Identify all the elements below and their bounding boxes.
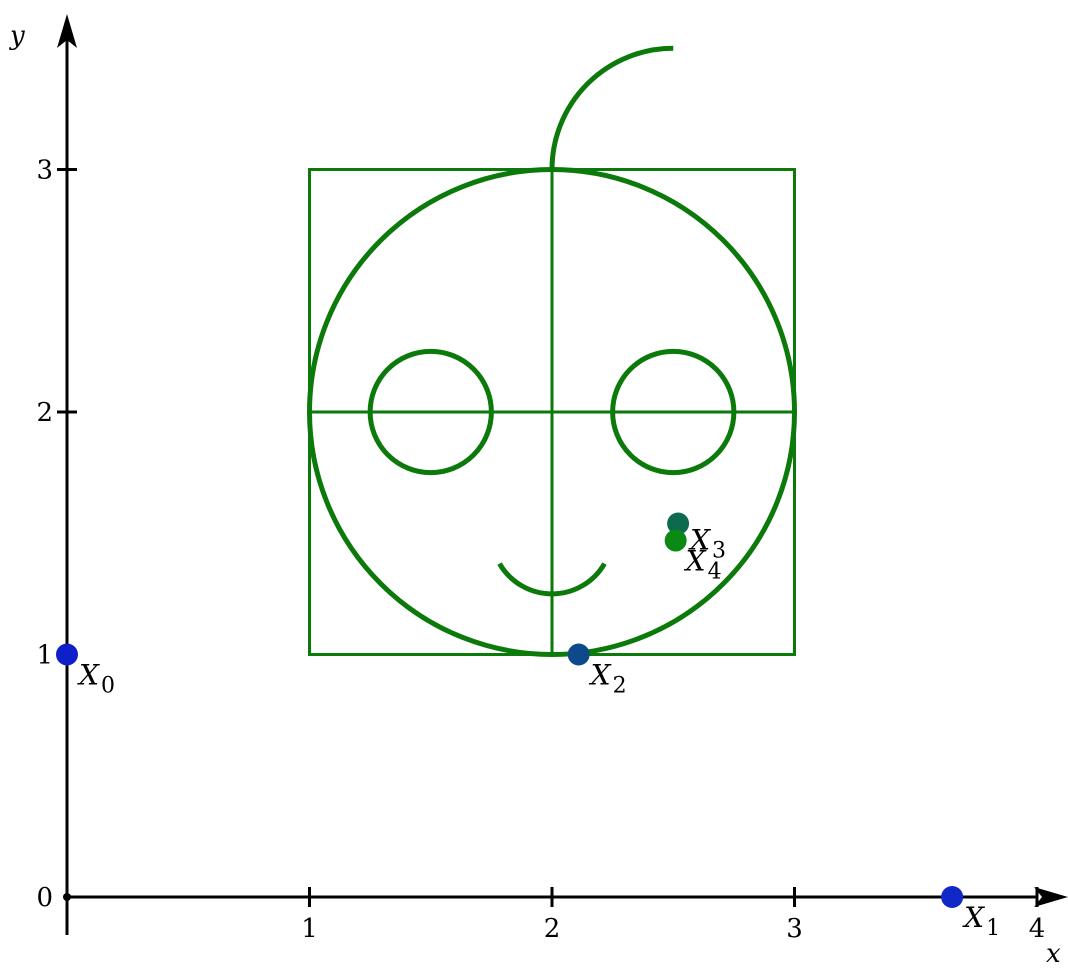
x-tick-label: 4: [1029, 914, 1046, 944]
origin-dot: [63, 893, 71, 901]
point-label-subscript: 4: [708, 560, 722, 585]
point-label-name: X: [688, 524, 711, 557]
point-label-subscript: 0: [101, 674, 115, 699]
point-marker: [941, 886, 964, 908]
point-label: X1: [962, 901, 1000, 941]
point-marker: [667, 512, 690, 535]
x-axis-label: x: [1046, 939, 1061, 968]
left-eye-circle: [367, 348, 494, 476]
point-marker: [56, 643, 78, 666]
point-marker: [567, 643, 590, 666]
point-label: X4: [684, 545, 722, 585]
right-eye-circle: [610, 348, 737, 476]
y-tick-label: 0: [36, 883, 53, 913]
point-label-subscript: 2: [613, 674, 627, 699]
axes-layer: x y: [9, 14, 1068, 969]
point-label-name: X: [589, 659, 612, 692]
x-tick-label: 2: [544, 914, 561, 944]
point-label-subscript: 3: [712, 539, 726, 564]
y-tick-label: 3: [36, 156, 53, 186]
x-tick-label: 3: [786, 914, 803, 944]
x-axis-arrow: [1034, 887, 1068, 907]
point-label-name: X: [684, 545, 707, 578]
x-tick-label: 1: [301, 914, 318, 944]
point-label: X0: [77, 659, 115, 699]
point-label: X2: [589, 659, 627, 699]
stem-arc: [549, 45, 674, 170]
point-label-name: X: [962, 901, 985, 934]
y-tick-label: 1: [36, 641, 53, 671]
smile-arc: [497, 562, 607, 597]
y-tick-label: 2: [36, 398, 53, 428]
point-marker: [664, 529, 687, 552]
y-axis-arrow: [57, 14, 77, 48]
y-axis-label: y: [9, 21, 25, 51]
point-label: X3: [688, 524, 726, 564]
shapes-layer: [307, 45, 797, 657]
point-label-subscript: 1: [986, 916, 1000, 941]
point-label-name: X: [77, 659, 100, 692]
